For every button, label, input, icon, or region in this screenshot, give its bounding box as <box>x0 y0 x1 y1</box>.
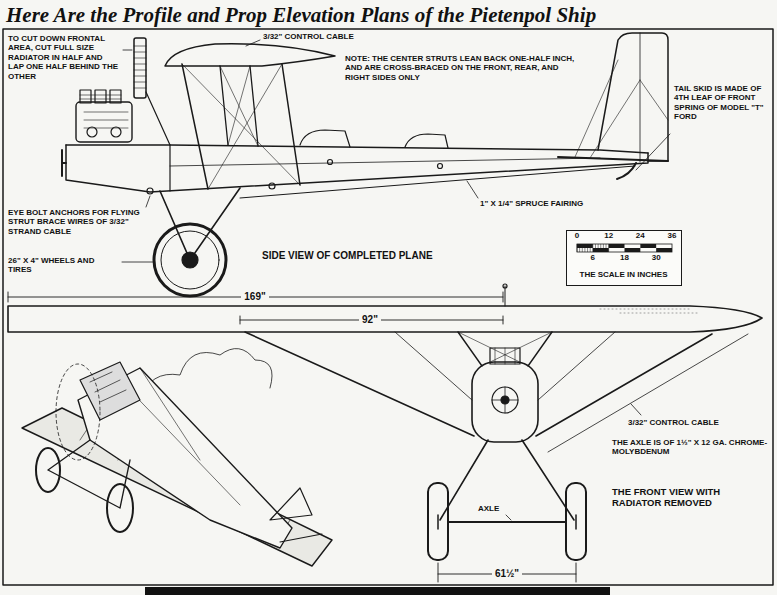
scale-tick <box>603 244 604 252</box>
front-view <box>8 284 762 582</box>
scale-number: 24 <box>636 232 645 241</box>
callout-label: EYE BOLT ANCHORS FOR FLYING STRUT BRACE … <box>8 208 144 236</box>
dimension-label: 169" <box>241 291 268 303</box>
view-title: SIDE VIEW OF COMPLETED PLANE <box>262 250 482 262</box>
note-text: TO CUT DOWN FRONTAL AREA, CUT FULL SIZE … <box>8 34 120 81</box>
scale-tick <box>606 244 607 252</box>
scale-tick <box>579 244 580 252</box>
scale-segment <box>640 244 656 248</box>
dimension-label: 92" <box>359 314 381 326</box>
scale-tick <box>582 244 583 252</box>
scale-tick <box>600 244 601 252</box>
scale-caption: THE SCALE IN INCHES <box>579 271 667 280</box>
scan-edge <box>145 587 610 595</box>
view-title: THE FRONT VIEW WITH RADIATOR REMOVED <box>612 486 770 508</box>
scale-segment <box>625 248 641 252</box>
callout-label: 1" X 1/4" SPRUCE FAIRING <box>480 199 630 208</box>
scale-number: 0 <box>575 232 579 241</box>
scale-tick <box>587 244 588 252</box>
callout-label: AXLE <box>478 504 499 513</box>
dimension-label: 61½" <box>492 568 522 580</box>
callout-label: 3/32" CONTROL CABLE <box>263 32 393 41</box>
scale-tick <box>598 244 599 252</box>
scale-tick <box>584 244 585 252</box>
scale-number: 18 <box>620 254 629 263</box>
scale-segment <box>656 248 672 252</box>
scale-tick <box>595 244 596 252</box>
scale-number: 36 <box>668 232 677 241</box>
scale-number: 6 <box>591 254 595 263</box>
note-text: THE AXLE IS OF 1½" X 12 GA. CHROME-MOLYB… <box>612 438 770 457</box>
scale-tick <box>608 244 609 252</box>
page-title: Here Are the Profile and Prop Elevation … <box>6 3 596 27</box>
scale-segment <box>609 244 625 248</box>
scale-number: 30 <box>652 254 661 263</box>
perspective-sketch <box>22 349 332 566</box>
scale-box: 0 12 24 36 6 18 30THE SCALE IN INCHES <box>566 230 682 286</box>
scale-tick <box>590 244 591 252</box>
scale-number: 12 <box>604 232 613 241</box>
scale-tick <box>577 244 578 252</box>
scale-outline <box>577 244 672 252</box>
callout-label: 3/32" CONTROL CABLE <box>628 418 748 427</box>
callout-label: 26" X 4" WHEELS AND TIRES <box>8 256 120 275</box>
scale-tick <box>592 244 593 252</box>
note-text: NOTE: THE CENTER STRUTS LEAN BACK ONE-HA… <box>345 54 583 82</box>
note-text: TAIL SKID IS MADE OF 4TH LEAF OF FRONT S… <box>674 84 768 122</box>
frame <box>3 29 773 585</box>
